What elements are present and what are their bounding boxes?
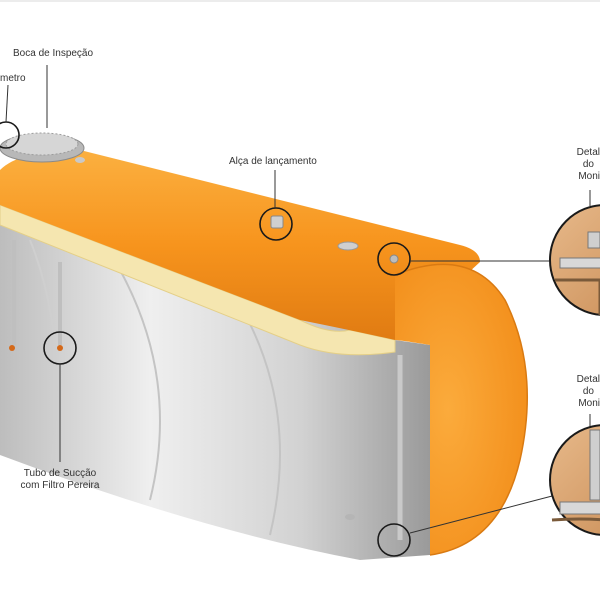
suction-filter-left bbox=[9, 345, 15, 351]
label-detail-top-line2: do bbox=[582, 159, 594, 170]
tank-end-cap bbox=[395, 264, 528, 555]
label-detail-bottom-line1: Detal bbox=[576, 374, 600, 385]
tank-outer-shell bbox=[0, 150, 480, 340]
label-alca-lancamento: Alça de lançamento bbox=[229, 156, 317, 167]
label-metro: metro bbox=[0, 73, 26, 84]
detail-magnifier-top bbox=[549, 204, 600, 316]
callout-circle-lifting-lug bbox=[259, 207, 293, 241]
label-detail-bottom-line2: do bbox=[582, 386, 594, 397]
label-detail-bottom: Detal do Moni bbox=[574, 374, 600, 410]
label-tubo-succao-line2: com Filtro Pereira bbox=[20, 480, 100, 491]
monitor-port bbox=[389, 254, 399, 264]
label-detail-top-line3: Moni bbox=[578, 171, 600, 182]
suction-filter-mid bbox=[57, 345, 63, 351]
callout-circle-bottom bbox=[377, 523, 411, 557]
label-tubo-succao: Tubo de Sucção com Filtro Pereira bbox=[8, 468, 112, 492]
label-tubo-succao-line1: Tubo de Sucção bbox=[23, 468, 97, 479]
label-detail-bottom-line3: Moni bbox=[578, 398, 600, 409]
bottom-fitting bbox=[345, 514, 355, 520]
leader-metro bbox=[5, 84, 9, 123]
top-fitting-1 bbox=[75, 157, 85, 163]
lifting-lug bbox=[270, 215, 284, 229]
callout-circle-monitor-port bbox=[377, 242, 411, 276]
tank-interior-steel bbox=[0, 215, 430, 560]
leader-detail-bottom bbox=[409, 494, 557, 534]
inspection-manhole-top bbox=[5, 132, 79, 156]
detail-magnifier-bottom bbox=[549, 424, 600, 536]
label-detail-top: Detal do Moni bbox=[572, 147, 600, 183]
interior-seam-3 bbox=[29, 239, 58, 471]
interior-seam-2 bbox=[239, 304, 281, 536]
tank-lining-edge bbox=[0, 204, 396, 356]
top-fitting-2 bbox=[337, 241, 359, 251]
label-boca-inspecao: Boca de Inspeção bbox=[13, 48, 94, 59]
label-detail-top-line1: Detal bbox=[576, 147, 600, 158]
tank-end-cap-rim bbox=[394, 263, 528, 556]
interior-seam-1 bbox=[119, 269, 161, 501]
